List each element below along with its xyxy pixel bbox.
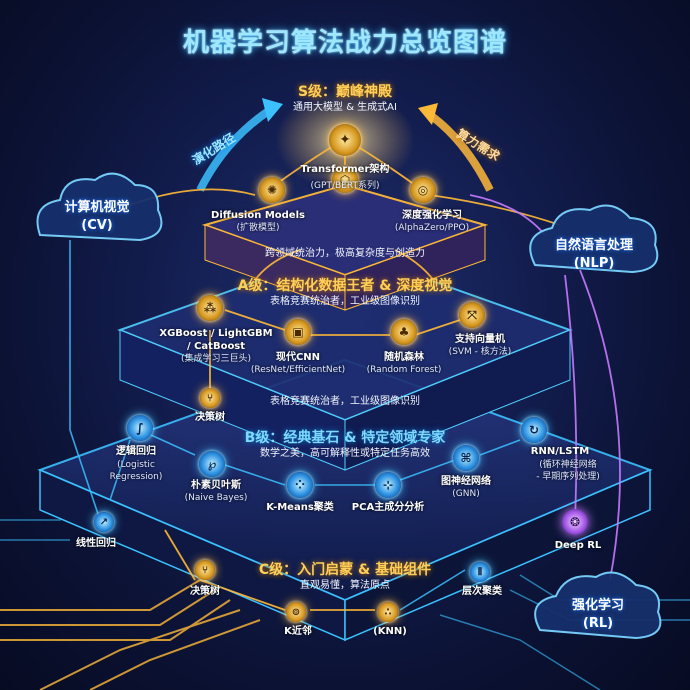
probability-icon: ℘	[199, 451, 225, 477]
knn-k-label: K近邻	[284, 626, 312, 637]
xgboost-detail: (集成学习三巨头)	[180, 354, 252, 364]
page-title: 机器学习算法战力总览图谱	[182, 28, 508, 58]
compute-arrow	[427, 111, 494, 192]
cluster-icon: ⁘	[287, 472, 313, 498]
nlp-cloud-abbr: (NLP)	[573, 256, 615, 271]
target-icon: ◎	[410, 177, 436, 203]
curve-icon: ∫	[127, 415, 153, 441]
pca-label: PCA主成分分析	[351, 502, 425, 513]
evolution-arrow	[196, 106, 273, 192]
network-icon: ⬡	[332, 167, 358, 193]
cnn-label: 现代CNN	[275, 352, 321, 363]
transformer-label: Transformer架构	[300, 164, 390, 175]
rnn-detail-2: - 早期序列处理)	[536, 472, 600, 482]
logistic-detail: (Logistic	[117, 460, 155, 470]
cv-cloud-name: 计算机视觉	[64, 200, 130, 215]
svm-label: 支持向量机	[455, 334, 505, 345]
tree-icon: ⁂	[197, 295, 223, 321]
tier-a-subtitle: 表格竞赛统治者，工业级图像识别	[270, 296, 420, 307]
logistic-label: 逻辑回归	[116, 446, 156, 457]
decision-tree-c-label: 决策树	[190, 586, 220, 597]
vector-icon: ⤧	[459, 302, 485, 328]
rnn-detail: (循环神经网络	[539, 460, 597, 470]
xgboost-label-2: / CatBoost	[186, 341, 246, 352]
swirl-icon: ✺	[259, 177, 285, 203]
branch-icon: ⑂	[200, 388, 220, 408]
forest-icon: ♣	[391, 319, 417, 345]
deep-rl-small-label: Deep RL	[554, 540, 602, 551]
axis-icon: ⊹	[375, 472, 401, 498]
rl-cloud-abbr: (RL)	[582, 616, 614, 631]
cloud-shapes	[36, 172, 662, 640]
tier-s-subtitle: 通用大模型 & 生成式AI	[293, 102, 397, 113]
transformer-detail: (GPT/BERT系列)	[310, 181, 380, 191]
dendrogram-icon: ⫴	[470, 562, 490, 582]
brain-icon: ❂	[562, 509, 588, 535]
tier-c-subtitle: 直观易懂，算法原点	[300, 580, 390, 591]
tier-b-subtitle: 数学之美，高可解释性或特定任务高效	[260, 448, 430, 459]
xgboost-label: XGBoost / LightGBM	[159, 328, 273, 339]
connection-lines-purple	[469, 194, 621, 581]
line-chart-icon: ↗	[94, 512, 114, 532]
tier-s-note: 跨领域统治力，极高复杂度与创造力	[265, 248, 425, 259]
tier-a-note: 表格竞赛统治者，工业级图像识别	[270, 396, 420, 407]
nlp-cloud-name: 自然语言处理	[554, 238, 634, 253]
knn-label: (KNN)	[373, 626, 407, 637]
graph-icon: ⌘	[453, 445, 479, 471]
deep-rl-detail: (AlphaZero/PPO)	[394, 223, 470, 233]
gnn-detail: (GNN)	[452, 489, 480, 499]
pyramid-structure	[37, 90, 653, 642]
cnn-detail: (ResNet/EfficientNet)	[250, 365, 346, 375]
gnn-label: 图神经网络	[441, 476, 491, 487]
naive-bayes-label: 朴素贝叶斯	[191, 480, 241, 491]
kmeans-label: K-Means聚类	[266, 502, 334, 513]
connection-lines-gold	[129, 140, 561, 611]
tier-s-title: S级：巅峰神殿	[297, 84, 393, 100]
naive-bayes-detail: (Naive Bayes)	[184, 493, 248, 503]
random-forest-label: 随机森林	[384, 352, 424, 363]
loop-icon: ↻	[521, 417, 547, 443]
svm-detail: (SVM - 核方法)	[448, 347, 512, 357]
dots-icon: ∴	[378, 602, 398, 622]
neighbor-icon: ⊚	[286, 602, 306, 622]
cv-cloud-abbr: (CV)	[81, 218, 113, 233]
diffusion-detail: (扩散模型)	[236, 223, 280, 233]
lightbulb-icon: ✦	[329, 124, 361, 156]
hierarchical-clustering-label: 层次聚类	[462, 586, 502, 597]
linear-regression-label: 线性回归	[76, 538, 116, 549]
random-forest-detail: (Random Forest)	[366, 365, 442, 375]
deep-rl-label: 深度强化学习	[402, 210, 462, 221]
tier-c-title: C级：入门启蒙 & 基础组件	[258, 562, 432, 578]
logistic-detail-2: Regression)	[109, 472, 163, 482]
connection-lines-blue	[69, 240, 521, 611]
rl-cloud-name: 强化学习	[571, 598, 625, 613]
tier-a-title: A级：结构化数据王者 & 深度视觉	[237, 278, 453, 294]
rnn-label: RNN/LSTM	[530, 446, 590, 457]
tier-b-title: B级：经典基石 & 特定领域专家	[244, 430, 446, 446]
diffusion-label: Diffusion Models	[211, 210, 305, 221]
decision-tree-b-label: 决策树	[195, 412, 225, 423]
branch-icon: ⑂	[195, 560, 215, 580]
image-icon: ▣	[285, 319, 311, 345]
circuit-traces-gold	[0, 579, 261, 690]
